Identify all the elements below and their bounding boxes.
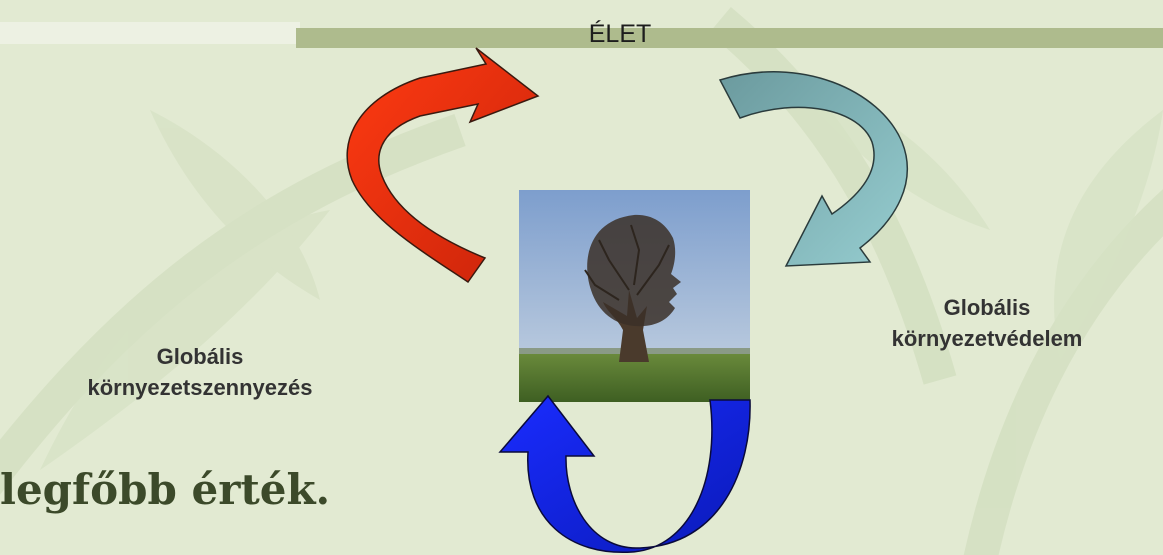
tree-head-image: [519, 190, 750, 402]
right-label-line1: Globális: [943, 295, 1031, 320]
left-label-line1: Globális: [156, 344, 244, 369]
blue-arrow: [498, 394, 751, 553]
red-arrow: [346, 47, 540, 284]
caption-text: legfőbb érték.: [0, 465, 331, 514]
right-label-line2: környezetvédelem: [891, 326, 1083, 351]
header-bar: [296, 28, 1163, 48]
life-label: ÉLET: [588, 20, 652, 48]
header-left-band: [0, 22, 300, 44]
global-protection-label: Globális környezetvédelem: [817, 292, 1157, 354]
global-pollution-label: Globális környezetszennyezés: [0, 341, 400, 403]
left-label-line2: környezetszennyezés: [87, 375, 313, 400]
teal-arrow: [718, 71, 908, 267]
